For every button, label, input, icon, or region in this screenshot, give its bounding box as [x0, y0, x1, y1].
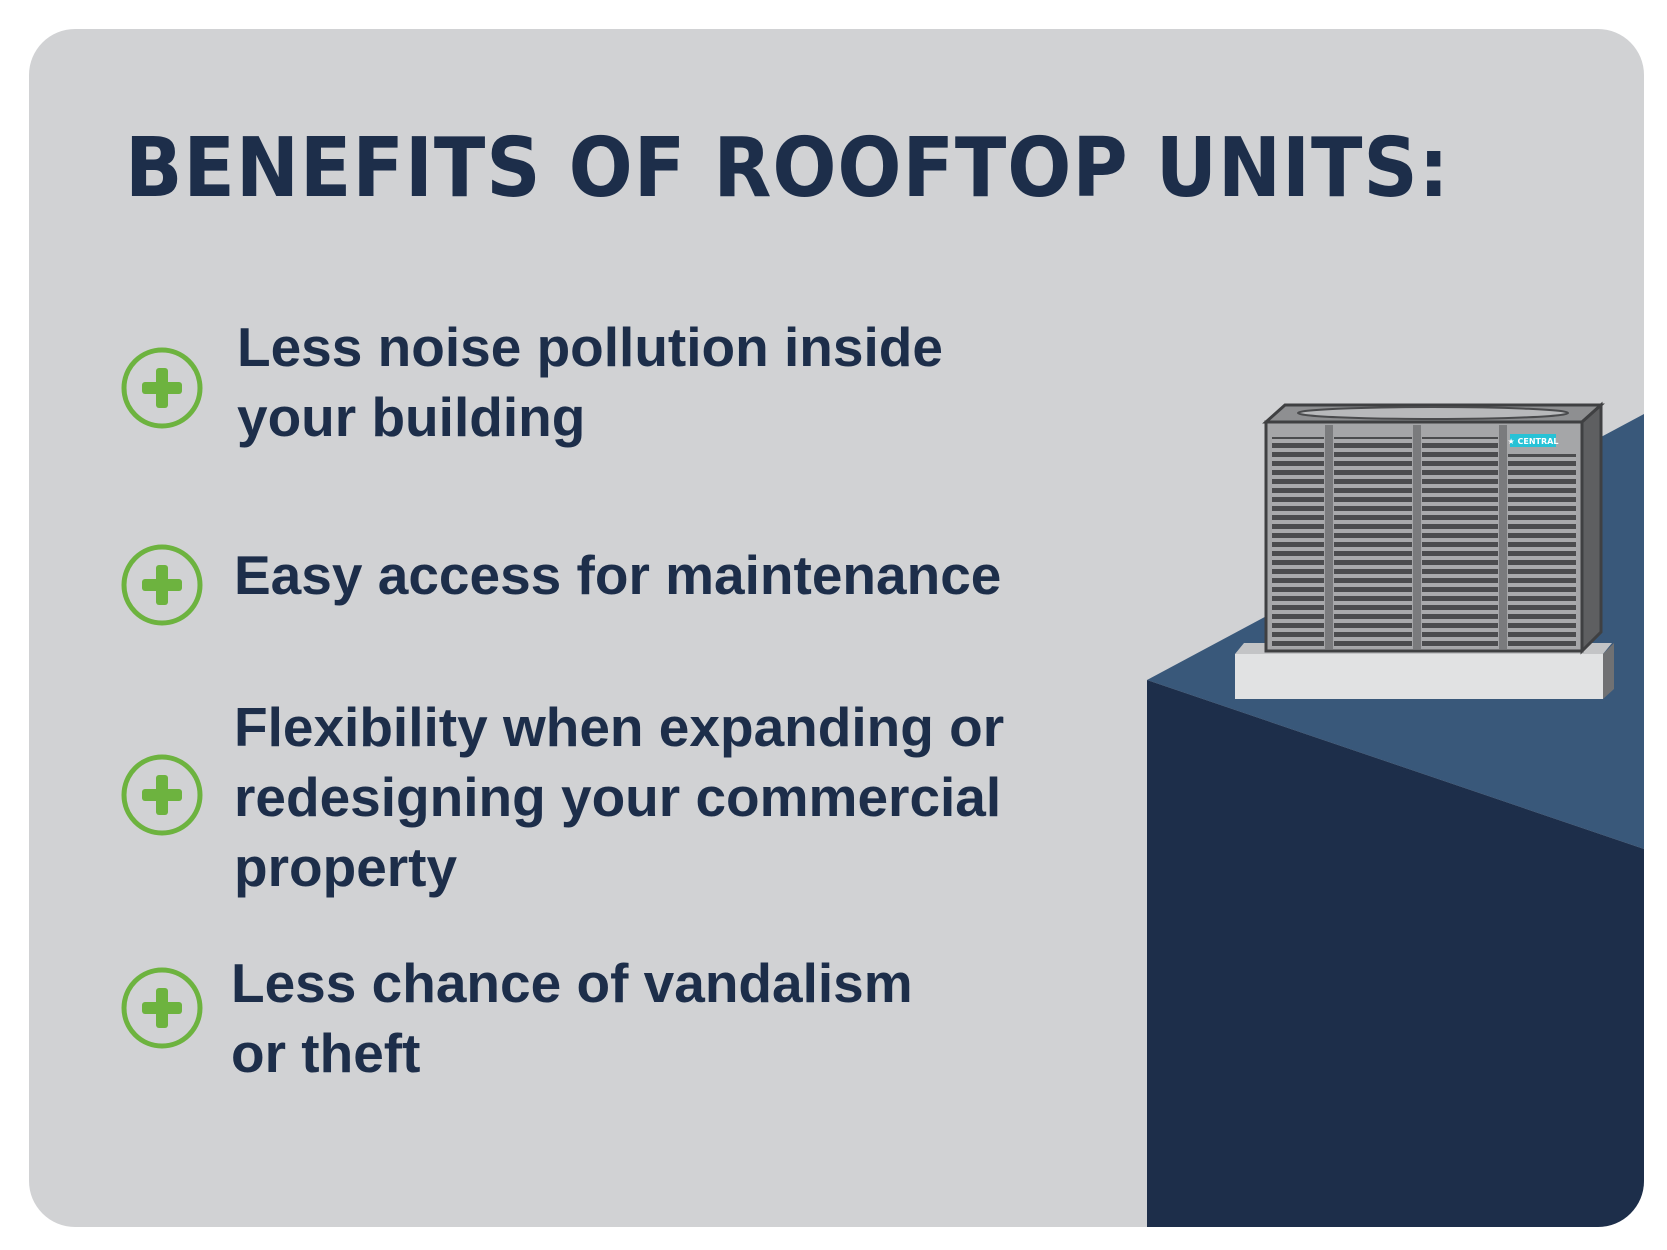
plus-circle-icon [121, 544, 203, 626]
benefits-card: BENEFITS OF ROOFTOP UNITS: Less noise po… [29, 29, 1644, 1227]
brand-logo-text: ★ CENTRAL [1508, 437, 1559, 446]
benefit-line: Less chance of vandalism [231, 952, 913, 1014]
page-title: BENEFITS OF ROOFTOP UNITS: [125, 121, 1450, 216]
benefit-line: redesigning your commercial [234, 766, 1002, 828]
building-wall [1147, 680, 1644, 1227]
plus-circle-icon [121, 967, 203, 1049]
plus-circle-icon [121, 754, 203, 836]
benefit-line: Less noise pollution inside [237, 316, 943, 378]
benefit-text: Easy access for maintenance [234, 540, 1001, 610]
rooftop-building-illustration: ★ CENTRAL [1147, 401, 1644, 1227]
benefit-line: your building [237, 386, 586, 448]
rooftop-hvac-unit-icon: ★ CENTRAL [1262, 401, 1605, 655]
benefit-text: Less chance of vandalism or theft [231, 948, 913, 1088]
benefit-line: Easy access for maintenance [234, 544, 1002, 606]
plus-circle-icon [121, 347, 203, 429]
benefit-line: or theft [231, 1022, 421, 1084]
brand-logo [1510, 434, 1556, 447]
benefit-line: Flexibility when expanding or [234, 696, 1005, 758]
benefit-line: property [234, 836, 458, 898]
benefit-text: Less noise pollution inside your buildin… [237, 312, 943, 452]
benefit-text: Flexibility when expanding or redesignin… [234, 692, 1004, 902]
